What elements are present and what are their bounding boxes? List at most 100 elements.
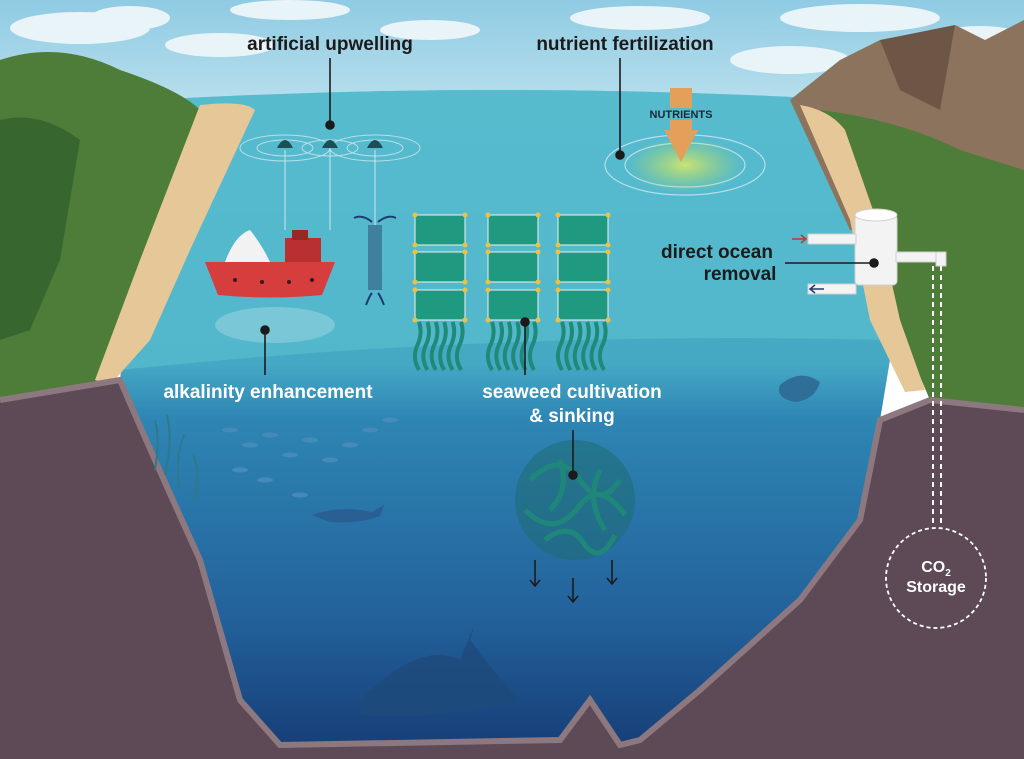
float-icon <box>485 287 491 293</box>
float-icon <box>485 212 491 218</box>
float-icon <box>535 249 541 255</box>
seaweed-strand <box>421 321 431 372</box>
direct-ocean-removal-plant <box>792 208 947 525</box>
float-icon <box>412 212 418 218</box>
float-icon <box>485 249 491 255</box>
float-icon <box>485 279 491 285</box>
co2-label: CO2 <box>921 559 951 579</box>
nutrient-fertilization-label: nutrient fertilization <box>536 34 713 55</box>
upwelling-arrows <box>353 215 397 306</box>
float-icon <box>412 317 418 323</box>
seaweed-plot <box>557 289 609 321</box>
float-icon <box>605 287 611 293</box>
alkalinity-enhancement-label: alkalinity enhancement <box>163 382 373 403</box>
seaweed-strand <box>597 321 608 372</box>
float-icon <box>535 317 541 323</box>
nutrients-label: NUTRIENTS <box>650 109 713 121</box>
float-icon <box>535 279 541 285</box>
shark-icon <box>312 505 384 523</box>
float-icon <box>412 249 418 255</box>
float-icon <box>462 287 468 293</box>
turtle-icon <box>779 375 820 402</box>
seaweed-plot <box>487 214 539 246</box>
seaweed-label-2: & sinking <box>529 406 615 427</box>
artificial-upwelling <box>239 134 421 306</box>
float-icon <box>485 242 491 248</box>
seaweed-plot <box>414 251 466 283</box>
upwelling-pipe <box>368 225 382 290</box>
float-icon <box>535 242 541 248</box>
storage-label: Storage <box>906 579 966 596</box>
seaweed-label-1: seaweed cultivation <box>482 382 662 403</box>
arrow-down-icon <box>529 560 618 604</box>
seaweed-strand <box>429 321 440 372</box>
float-icon <box>412 242 418 248</box>
float-icon <box>555 212 561 218</box>
float-icon <box>605 242 611 248</box>
float-icon <box>555 242 561 248</box>
left-forest-shade <box>0 117 80 340</box>
buoy-icon <box>322 140 338 148</box>
seaweed-strand <box>589 321 600 372</box>
float-icon <box>412 279 418 285</box>
seabed-rock <box>0 380 1024 759</box>
seaweed-farm-icon <box>412 212 611 372</box>
seaweed-strand <box>527 321 538 372</box>
seaweed-strand <box>581 321 591 372</box>
float-icon <box>555 317 561 323</box>
seaweed-strand <box>572 321 583 372</box>
float-icon <box>535 212 541 218</box>
float-icon <box>555 287 561 293</box>
seaweed-plot <box>414 289 466 321</box>
direct-ocean-removal-label-2: removal <box>704 264 777 285</box>
float-icon <box>462 279 468 285</box>
seaweed-plot <box>557 214 609 246</box>
right-mountains-shade <box>880 25 955 110</box>
seaweed-plot <box>487 251 539 283</box>
float-icon <box>605 279 611 285</box>
buoy-icon <box>367 140 383 148</box>
outflow-arrow-icon <box>808 284 824 294</box>
nutrient-arrow-icon <box>664 130 698 162</box>
seaweed-strand <box>438 321 448 372</box>
float-icon <box>605 212 611 218</box>
left-beach <box>95 103 255 385</box>
fish-school <box>222 417 398 498</box>
buoy-icon <box>277 140 293 148</box>
seaweed-plot <box>414 214 466 246</box>
seaweed-strand <box>502 321 513 372</box>
seaweed-plot <box>487 289 539 321</box>
seagrass <box>154 414 199 501</box>
seaweed-strand <box>485 321 496 372</box>
artificial-upwelling-label: artificial upwelling <box>247 34 413 55</box>
float-icon <box>462 242 468 248</box>
float-icon <box>485 317 491 323</box>
float-icon <box>555 249 561 255</box>
seaweed-strand <box>412 321 423 372</box>
float-icon <box>605 317 611 323</box>
sinking-seaweed <box>515 440 635 604</box>
inflow-arrow-icon <box>792 234 808 244</box>
seaweed-plot <box>557 251 609 283</box>
whale-silhouette <box>360 628 520 716</box>
float-icon <box>605 249 611 255</box>
co2-storage: CO2 Storage <box>885 527 987 629</box>
nutrient-fertilization: NUTRIENTS <box>604 88 766 196</box>
seaweed-strand <box>519 321 530 372</box>
float-icon <box>555 279 561 285</box>
ship-icon <box>205 230 335 343</box>
seaweed-strand <box>494 321 504 372</box>
float-icon <box>412 287 418 293</box>
nutrient-arrow-shaft <box>670 88 692 108</box>
seabed-edge <box>0 376 1024 749</box>
direct-ocean-removal-label-1: direct ocean <box>661 242 773 263</box>
float-icon <box>535 287 541 293</box>
seaweed-strand <box>564 321 574 372</box>
seaweed-strand <box>454 321 465 372</box>
float-icon <box>462 317 468 323</box>
seaweed-strand <box>446 321 457 372</box>
seaweed-strand <box>555 321 566 372</box>
leader-lines <box>260 58 879 480</box>
float-icon <box>462 212 468 218</box>
